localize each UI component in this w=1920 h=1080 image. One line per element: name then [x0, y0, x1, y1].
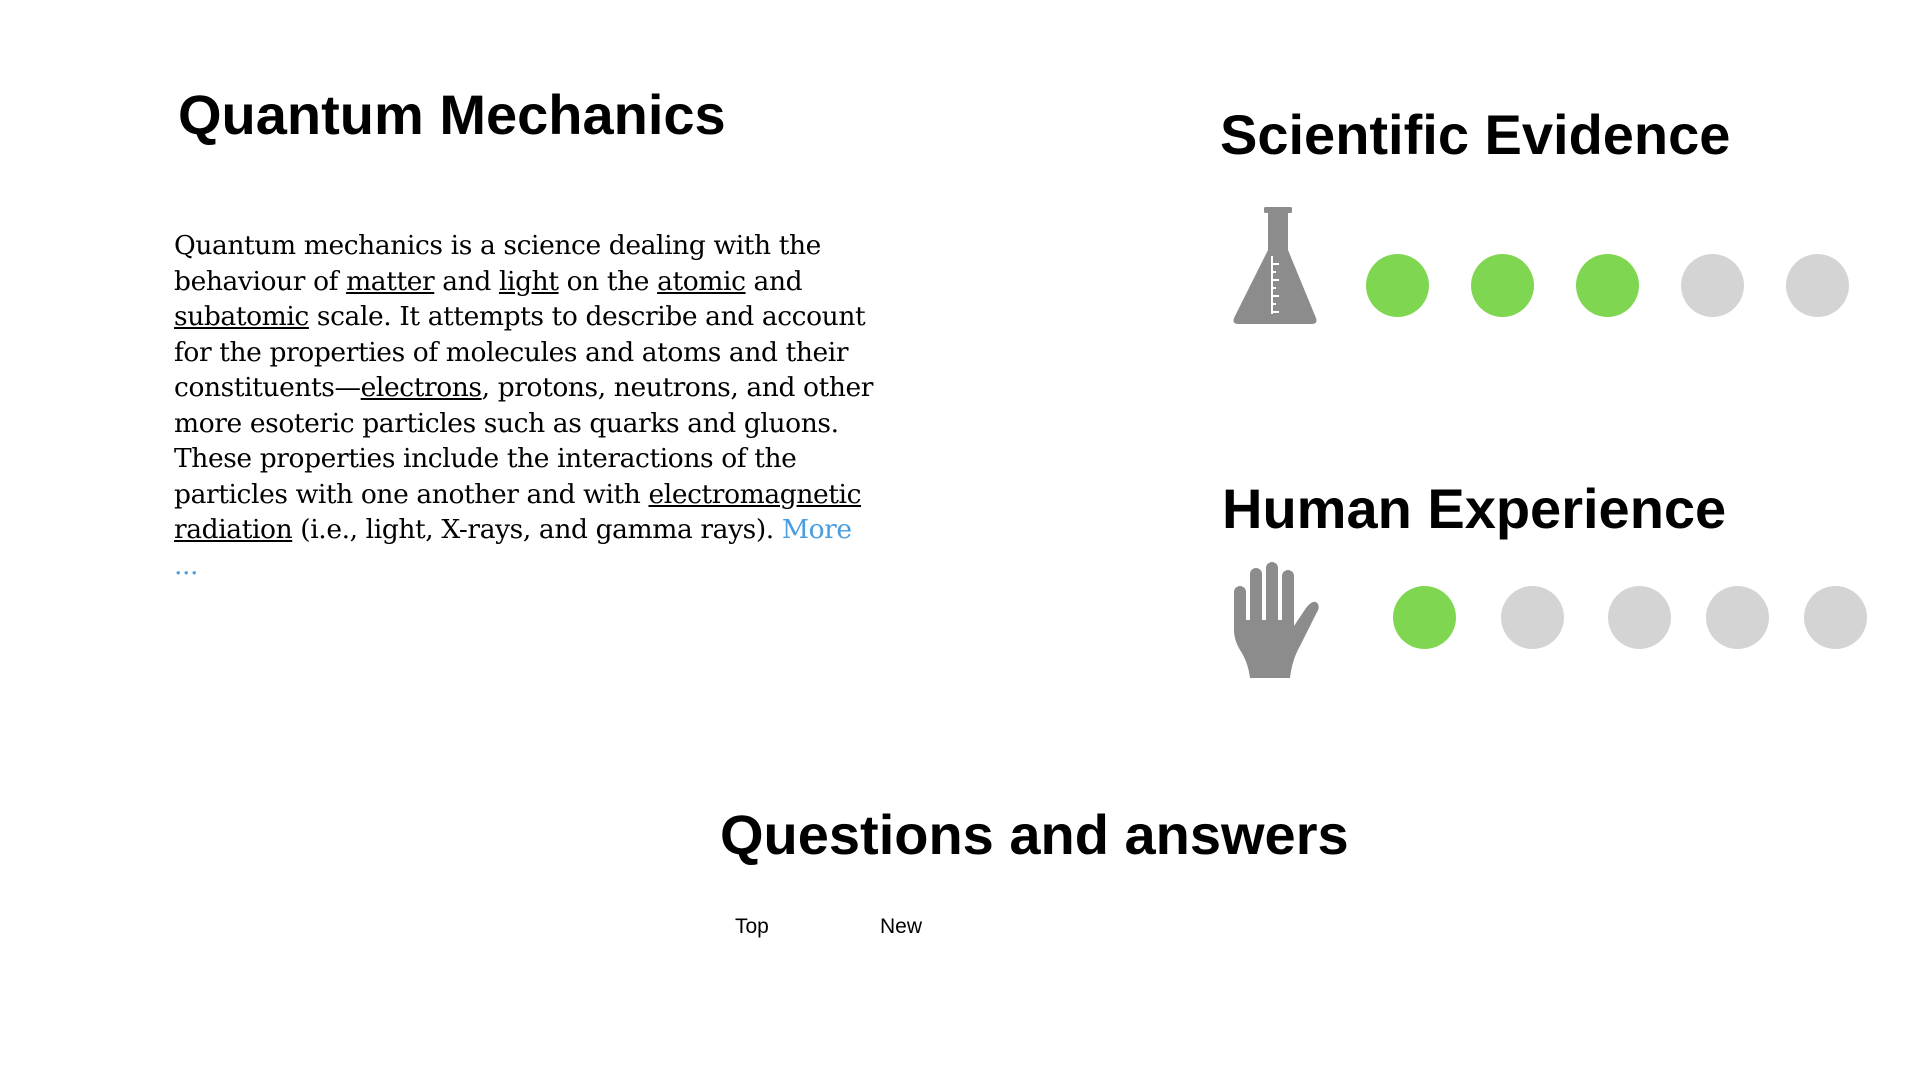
more-link[interactable]: More ...	[174, 514, 852, 581]
rating-dot-empty	[1706, 586, 1769, 649]
hand-icon	[1234, 562, 1319, 678]
tab-top[interactable]: Top	[735, 915, 769, 938]
scientific-evidence-title: Scientific Evidence	[1220, 103, 1731, 166]
rating-dot-empty	[1608, 586, 1671, 649]
article-body: Quantum mechanics is a science dealing w…	[174, 228, 880, 583]
rating-dot-empty	[1501, 586, 1564, 649]
flask-icon	[1233, 207, 1317, 324]
article-link[interactable]: electrons	[360, 372, 482, 403]
article-text: (i.e., light, X-rays, and gamma rays).	[292, 514, 782, 545]
article-text: Quantum mechanics is a science dealing w…	[174, 230, 821, 297]
rating-dot-empty	[1681, 254, 1744, 317]
article-link[interactable]: electromagnetic radiation	[174, 478, 862, 546]
questions-and-answers-title: Questions and answers	[720, 803, 1349, 866]
article-text: on the	[558, 265, 658, 297]
article-link[interactable]: subatomic	[174, 301, 309, 332]
article-text: and	[434, 265, 499, 297]
article-link[interactable]: atomic	[657, 265, 746, 297]
article-text: and	[745, 265, 803, 297]
tab-new[interactable]: New	[880, 915, 923, 938]
rating-dot-filled	[1576, 254, 1639, 317]
rating-dot-filled	[1471, 254, 1534, 317]
article-text: , protons, neutrons, and other more esot…	[174, 372, 874, 510]
rating-dot-filled	[1366, 254, 1429, 317]
rating-dot-filled	[1393, 586, 1456, 649]
article-link[interactable]: matter	[346, 265, 435, 297]
human-experience-title: Human Experience	[1222, 477, 1727, 540]
rating-dot-empty	[1786, 254, 1849, 317]
article-link[interactable]: light	[498, 265, 559, 297]
article-text: scale. It attempts to describe and accou…	[174, 301, 866, 403]
rating-dot-empty	[1804, 586, 1867, 649]
article-title: Quantum Mechanics	[178, 83, 726, 146]
